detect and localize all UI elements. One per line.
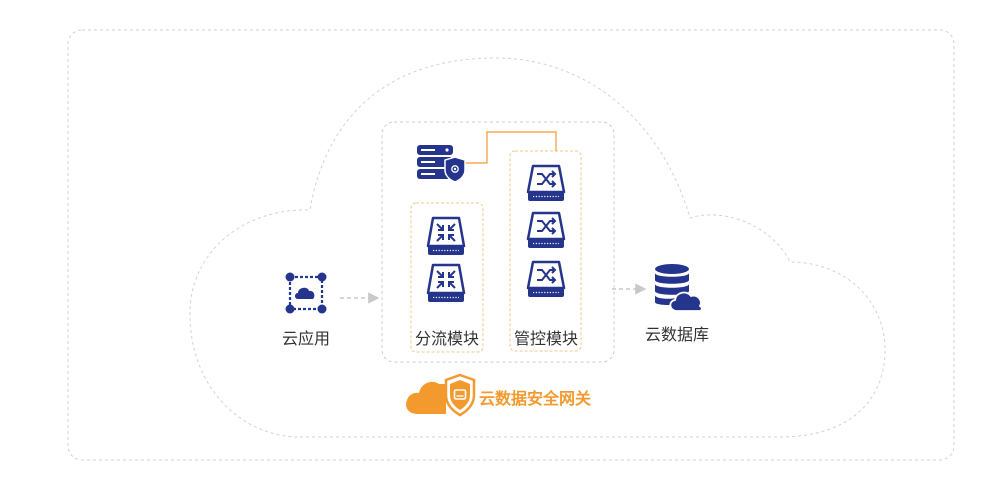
- outer-frame: [67, 29, 955, 461]
- server-control-connector: [458, 131, 557, 164]
- cloud-shield-icon: [406, 373, 476, 417]
- split-module-box: [410, 202, 484, 353]
- control-module-label: 管控模块: [514, 329, 579, 348]
- compress-drive-icon: [426, 263, 466, 302]
- gateway-label: 云数据安全网关: [479, 389, 592, 408]
- cloud-database-icon: [655, 264, 703, 312]
- compress-drive-icon: [426, 216, 466, 255]
- shuffle-drive-icon: [526, 260, 566, 297]
- shuffle-drive-icon: [526, 211, 566, 248]
- split-module-label: 分流模块: [415, 329, 480, 348]
- cloud-network-icon: [285, 272, 327, 314]
- control-module-box: [509, 150, 582, 352]
- cloud-db-label: 云数据库: [645, 325, 710, 344]
- cloud-outline: [189, 57, 886, 438]
- shuffle-drive-icon: [526, 164, 566, 201]
- shield-server-icon: [417, 145, 466, 183]
- cloud-app-label: 云应用: [282, 329, 331, 348]
